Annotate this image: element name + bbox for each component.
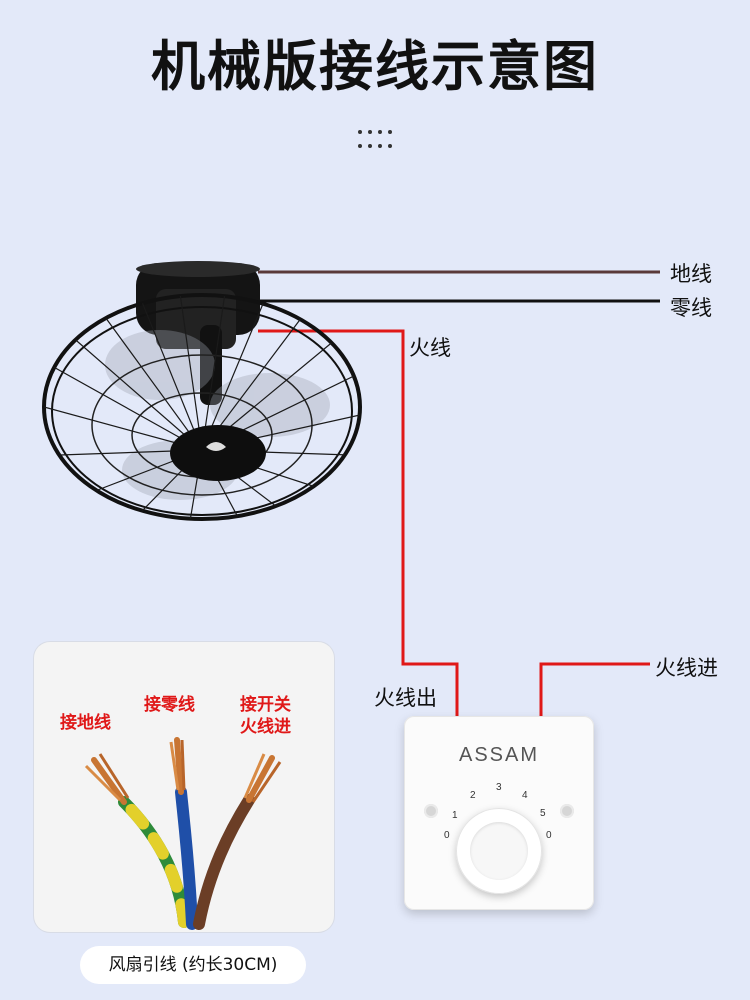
earth-wire-label: 地线: [670, 262, 712, 286]
photo-caption: 风扇引线 (约长30CM): [80, 946, 306, 984]
live-in-wire: [539, 662, 650, 716]
speed-knob-center: [470, 822, 528, 880]
page-title: 机械版接线示意图: [151, 35, 599, 98]
dial-mark: 5: [540, 808, 546, 819]
dial-mark: 4: [522, 790, 528, 801]
neutral-wire-label: 零线: [670, 296, 712, 320]
dial-mark: 2: [470, 790, 476, 801]
fan-wires-photo: 接地线 接零线 接开关 火线进: [34, 642, 334, 932]
ceiling-fan-image: [42, 261, 362, 521]
dial-mark: 0: [546, 830, 552, 841]
decorative-dots: [358, 130, 394, 156]
switch-brand: ASSAM: [458, 744, 540, 766]
speed-knob[interactable]: [456, 808, 542, 894]
lead-wires-image: [84, 737, 282, 930]
switch-live-tag: 接开关 火线进: [240, 694, 291, 738]
speed-switch-panel: ASSAM 0 1 2 3 4 5 0: [404, 716, 594, 910]
switch-live-tag-line2: 火线进: [240, 717, 291, 737]
live-in-label: 火线进: [655, 656, 718, 680]
left-screw-icon: [424, 804, 438, 818]
switch-live-tag-line1: 接开关: [240, 695, 291, 715]
live-wire-label: 火线: [409, 336, 451, 360]
right-screw-icon: [560, 804, 574, 818]
dial-mark: 0: [444, 830, 450, 841]
neutral-wire-tag: 接零线: [144, 695, 195, 715]
dial-mark: 3: [496, 782, 502, 793]
dial-mark: 1: [452, 810, 458, 821]
live-out-wire: [258, 329, 459, 716]
earth-wire-tag: 接地线: [60, 713, 111, 733]
live-out-label: 火线出: [374, 686, 437, 710]
